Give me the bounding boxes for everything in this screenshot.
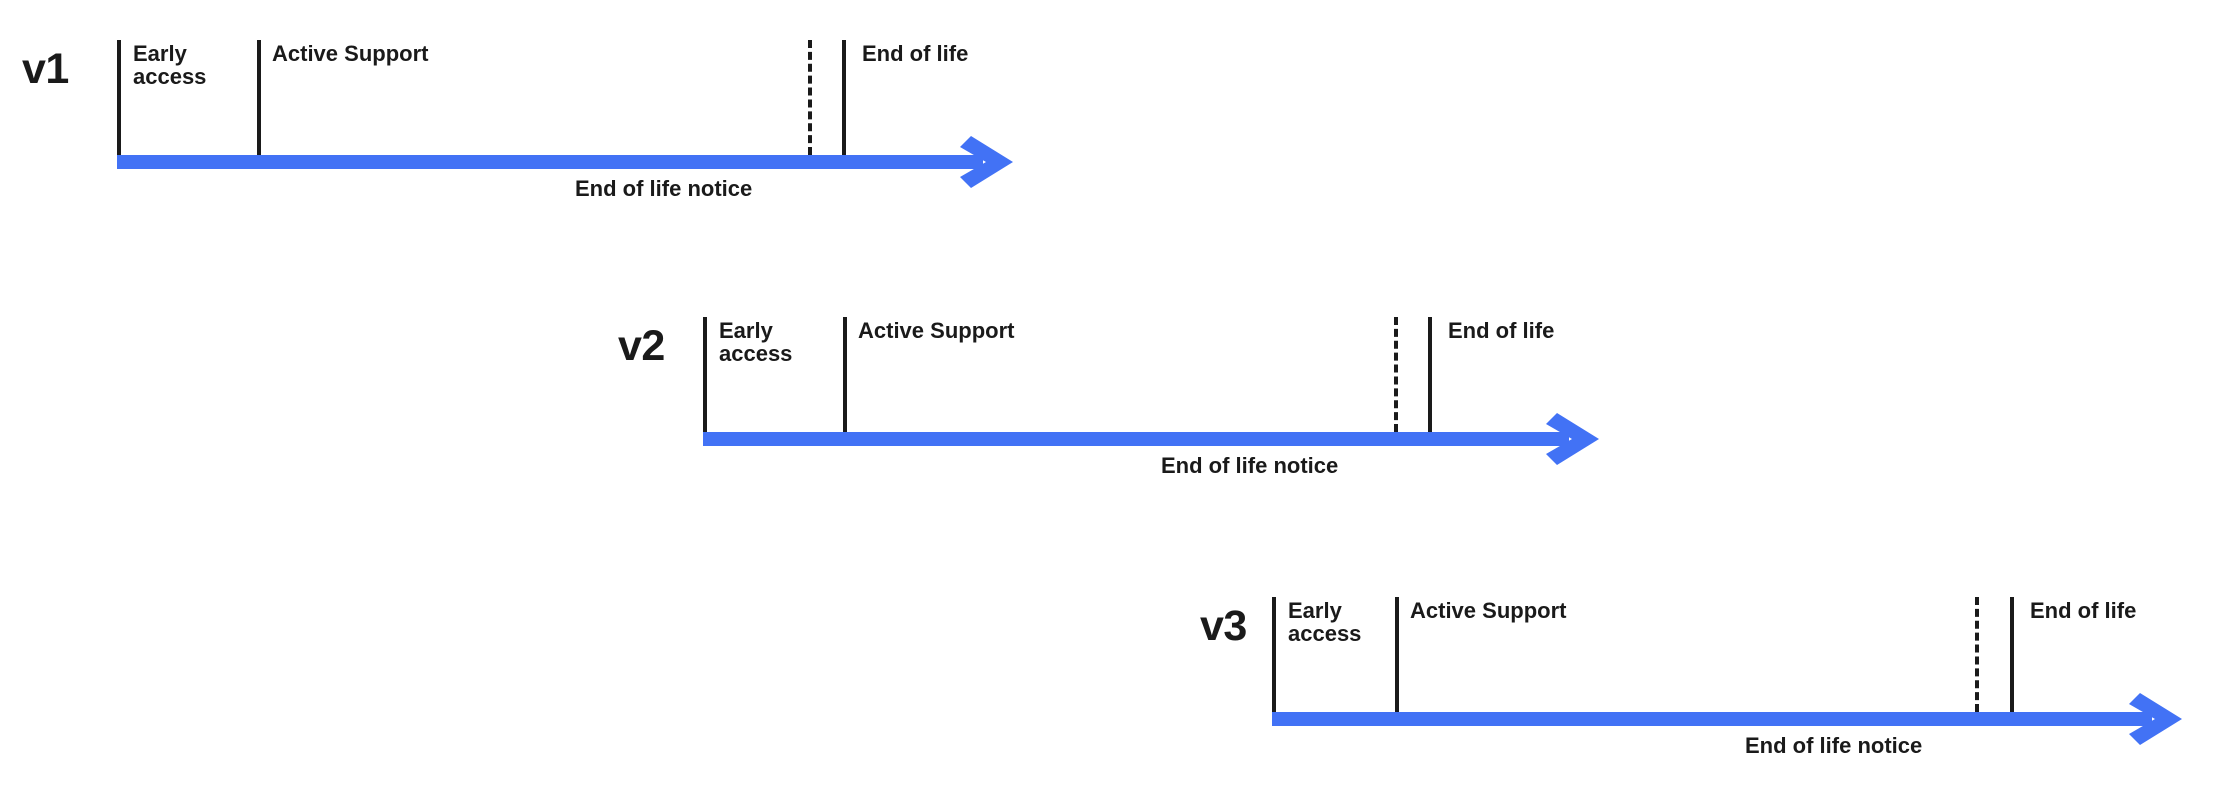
timeline-arrow-shaft-v3 (1272, 712, 2152, 726)
tick-end-of-life-notice-v1 (808, 40, 812, 155)
version-track-v3: v3 Early access Active Support End of li… (1155, 557, 2185, 772)
version-track-v2: v2 Early access Active Support End of li… (586, 277, 1616, 492)
notice-label-v1: End of life notice (575, 176, 753, 201)
tick-early-access-start-v2 (703, 317, 707, 432)
version-label-v2: v2 (618, 322, 665, 370)
version-label-v1: v1 (22, 45, 69, 93)
phase-label-early-access-v1: Early access (133, 41, 207, 90)
phase-label-end-of-life-v3: End of life (2030, 598, 2137, 623)
tick-end-of-life-start-v2 (1428, 317, 1432, 432)
timeline-arrow-head-v3 (2129, 693, 2182, 745)
phase-label-active-support-v2: Active Support (858, 318, 1015, 343)
tick-active-support-start-v1 (257, 40, 261, 155)
phase-label-active-support-v3: Active Support (1410, 598, 1567, 623)
timeline-arrow-shaft-v1 (117, 155, 983, 169)
timeline-arrow-head-v2 (1546, 413, 1599, 465)
tick-active-support-start-v3 (1395, 597, 1399, 712)
tick-early-access-start-v1 (117, 40, 121, 155)
tick-end-of-life-notice-v3 (1975, 597, 1979, 712)
tick-end-of-life-start-v1 (842, 40, 846, 155)
timeline-arrow-shaft-v2 (703, 432, 1569, 446)
tick-active-support-start-v2 (843, 317, 847, 432)
timeline-arrow-head-v1 (960, 136, 1013, 188)
version-label-v3: v3 (1200, 602, 1247, 650)
tick-end-of-life-notice-v2 (1394, 317, 1398, 432)
phase-label-active-support-v1: Active Support (272, 41, 429, 66)
phase-label-early-access-v3: Early access (1288, 598, 1362, 647)
phase-label-end-of-life-v2: End of life (1448, 318, 1555, 343)
version-track-v1: v1 Early access Active Support End of li… (0, 0, 1030, 215)
notice-label-v2: End of life notice (1161, 453, 1339, 478)
notice-label-v3: End of life notice (1745, 733, 1923, 758)
phase-label-end-of-life-v1: End of life (862, 41, 969, 66)
tick-early-access-start-v3 (1272, 597, 1276, 712)
phase-label-early-access-v2: Early access (719, 318, 793, 367)
tick-end-of-life-start-v3 (2010, 597, 2014, 712)
